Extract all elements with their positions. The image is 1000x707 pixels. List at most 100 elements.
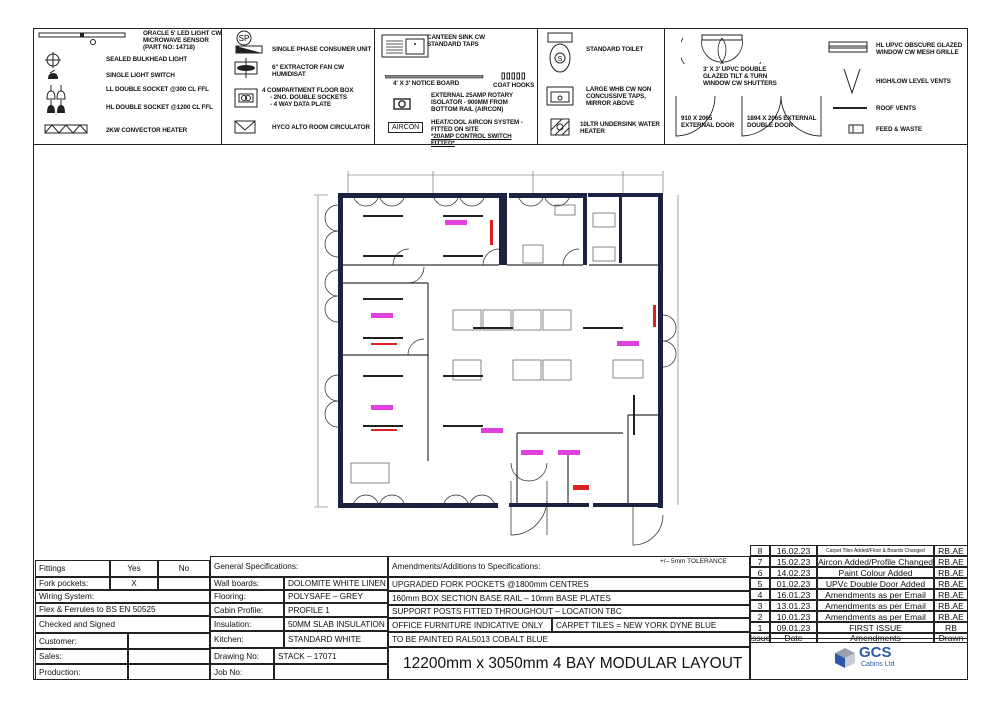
revision-date: 14.02.23 [770, 567, 817, 578]
wiring-label: Wiring System: [35, 590, 210, 603]
logo-area: GCS Cabins Ltd [750, 638, 968, 680]
ll-socket-icon [46, 85, 66, 100]
customer-label: Customer: [35, 633, 128, 649]
legend-sublabel: - 2no. DOUBLE SOCKETS [270, 94, 347, 101]
external-double-door-icon [741, 96, 822, 137]
production-signature [128, 664, 210, 680]
legend-label: ROOF VENTS [876, 105, 916, 112]
spec-value: PROFILE 1 [284, 603, 388, 617]
spec-label: Cabin Profile: [210, 603, 284, 617]
convector-heater-icon [44, 124, 88, 134]
consumer-unit-icon: SP [235, 30, 263, 54]
internal-walls [343, 264, 658, 505]
dimension-lines [314, 171, 679, 508]
windows-doors [324, 192, 677, 546]
spec-label: Flooring: [210, 590, 284, 603]
feed-waste-icon [848, 124, 864, 134]
legend-label: 10LTR UNDERSINK WATER HEATER [580, 121, 660, 135]
whb-icon [546, 86, 574, 106]
legend-label: 6" EXTRACTOR FAN cw HUMIDISAT [272, 64, 344, 78]
fork-pockets-yes: X [110, 577, 158, 590]
light-switch-icon [48, 70, 58, 79]
revision-issue: 1 [750, 622, 770, 633]
layout-title: 12200mm x 3050mm 4 BAY MODULAR LAYOUT [388, 647, 750, 680]
window-icon [681, 34, 761, 64]
revision-text: Amendments as per Email [817, 589, 934, 600]
revision-text: Paint Colour Added [817, 567, 934, 578]
revision-date: 15.02.23 [770, 556, 817, 567]
spec-value: 50MM SLAB INSULATION [284, 617, 388, 631]
legend-kitchen: CANTEEN SINK cw STANDARD TAPS 4' X 3' NO… [375, 28, 538, 147]
floor-plan-drawing [314, 171, 679, 546]
revision-drawn: RB.AE [934, 545, 968, 556]
revision-issue: 4 [750, 589, 770, 600]
rotary-isolator-icon [393, 98, 411, 110]
light-fittings [363, 215, 635, 435]
fittings-header: Fittings [35, 560, 110, 577]
obscure-window-icon [828, 41, 868, 53]
amendments-title: Amendments/Additions to Specifications: [388, 556, 750, 577]
legend-label: 910 X 2065 EXTERNAL DOOR [681, 115, 735, 129]
bulkhead-light-icon [45, 52, 61, 68]
revision-drawn: RB.AE [934, 589, 968, 600]
legend-label: HIGH/LOW LEVEL VENTS [876, 78, 951, 85]
amendment-row: UPGRADED FORK POCKETS @1800mm CENTRES [388, 577, 750, 591]
roof-vents-icon [833, 107, 867, 109]
spec-label: Kitchen: [210, 631, 284, 648]
legend-label: HEAT/COOL AIRCON SYSTEM - FITTED ON SITE [431, 119, 523, 133]
legend-note: *20AMP CONTROL SWITCH FITTED* [431, 133, 512, 147]
legend-label: CANTEEN SINK cw STANDARD TAPS [427, 34, 485, 48]
legend-label: ORACLE 5' LED LIGHT cw MICROWAVE SENSOR … [143, 30, 222, 51]
revision-text: Aircon Added/Profile Changed [817, 556, 934, 567]
revision-drawn: RB.AE [934, 567, 968, 578]
tolerance-note: +/– 5mm TOLERANCE [660, 558, 727, 565]
fork-pockets-no [158, 577, 210, 590]
legend: ORACLE 5' LED LIGHT cw MICROWAVE SENSOR … [33, 28, 968, 147]
legend-sublabel: - 4 WAY DATA PLATE [270, 101, 331, 108]
legend-label: HL UPVC OBSCURE GLAZED WINDOW cw MESH GR… [876, 42, 963, 56]
amendment-row: SUPPORT POSTS FITTED THROUGHOUT – LOCATI… [388, 605, 750, 618]
legend-label: 1894 X 2065 EXTERNAL DOUBLE DOOR [747, 115, 817, 129]
drawing-no-value: STACK – 17071 [274, 648, 388, 664]
floor-box-icon [234, 88, 258, 108]
legend-openings: 3' x 3' UPVC DOUBLE GLAZED TILT & TURN W… [665, 28, 968, 144]
legend-label: LL DOUBLE SOCKET @300 CL FFL [106, 86, 209, 93]
legend-label: SINGLE PHASE CONSUMER UNIT [272, 46, 372, 53]
legend-label: 2kw CONVECTOR HEATER [106, 127, 188, 134]
legend-label: COAT HOOKS [493, 82, 535, 89]
revision-drawn: RB.AE [934, 556, 968, 567]
room-circulator-icon [234, 120, 256, 134]
heaters [371, 220, 656, 490]
fittings-no-header: No [158, 560, 210, 577]
legend-label: SINGLE LIGHT SWITCH [106, 72, 175, 79]
floor-plan [33, 145, 968, 552]
notice-board-icon [385, 75, 484, 79]
fork-pockets-label: Fork pockets: [35, 577, 110, 590]
revision-date: 16.01.23 [770, 589, 817, 600]
production-label: Production: [35, 664, 128, 680]
spec-value: POLYSAFE – GREY [284, 590, 388, 603]
job-no-label: Job No: [210, 664, 274, 680]
legend-label: HL DOUBLE SOCKET @1200 CL FFL [106, 104, 213, 111]
amendment-row: CARPET TILES = NEW YORK DYNE BLUE [552, 618, 750, 632]
legend-label: STANDARD TOILET [586, 46, 644, 53]
revision-drawn: RB.AE [934, 611, 968, 622]
sales-signature [128, 649, 210, 664]
revision-date: 01.02.23 [770, 578, 817, 589]
hl-socket-icon [47, 100, 65, 113]
canteen-sink-icon [381, 34, 429, 58]
legend-label: SEALED BULKHEAD LIGHT [106, 56, 188, 63]
amendment-row: 160mm BOX SECTION BASE RAIL – 10mm BASE … [388, 591, 750, 605]
gcs-logo-text: GCS [859, 644, 892, 661]
revision-issue: 5 [750, 578, 770, 589]
revision-issue: 8 [750, 545, 770, 556]
revision-date: 13.01.23 [770, 600, 817, 611]
svg-text:S: S [558, 56, 563, 63]
spec-label: Insulation: [210, 617, 284, 631]
legend-label: 3' x 3' UPVC DOUBLE GLAZED TILT & TURN W… [703, 66, 777, 87]
furniture [350, 204, 644, 484]
gcs-logo-mark [835, 648, 855, 668]
revision-drawn: RB.AE [934, 600, 968, 611]
extractor-fan-icon [234, 58, 258, 78]
toilet-icon: S [547, 32, 573, 73]
